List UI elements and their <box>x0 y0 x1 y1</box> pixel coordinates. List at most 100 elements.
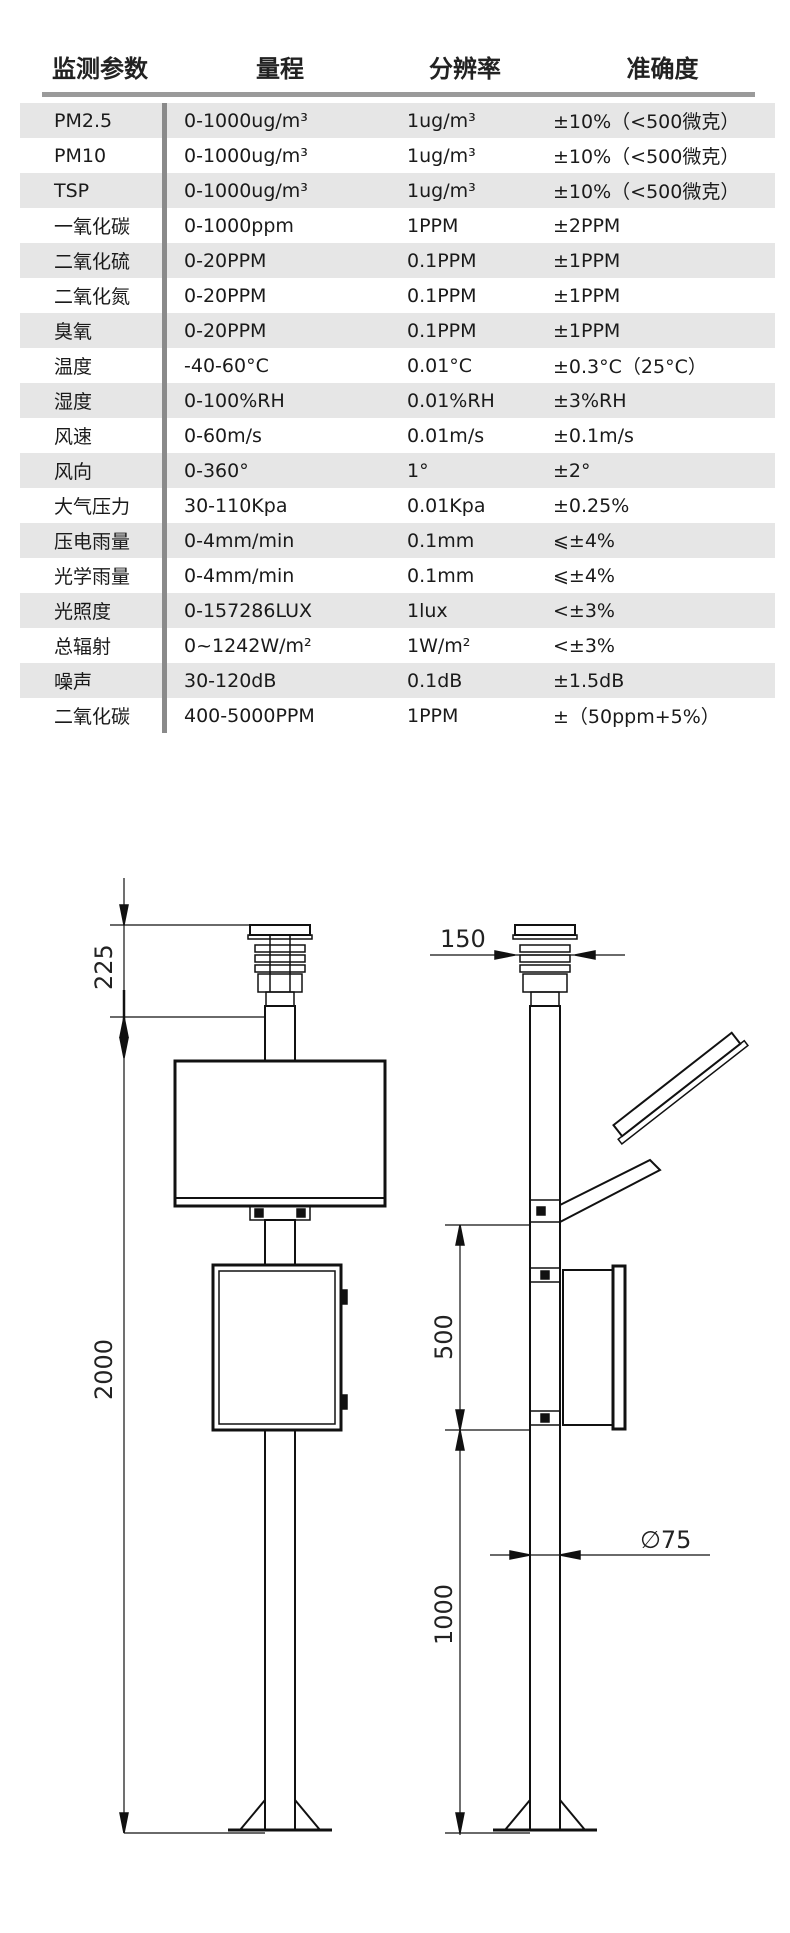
row-resolution: 1PPM <box>407 214 459 237</box>
row-accuracy: ±0.25% <box>553 494 630 517</box>
row-parameter: 一氧化碳 <box>54 216 131 238</box>
dim-2000: 2000 <box>90 1339 118 1400</box>
row-parameter: 噪声 <box>54 671 93 693</box>
row-accuracy: ⩽±4% <box>553 564 615 587</box>
row-range: 0-20PPM <box>184 284 267 307</box>
row-range: 0-20PPM <box>184 249 267 272</box>
header-range: 量程 <box>256 54 304 83</box>
row-range: 0~1242W/m² <box>184 634 312 657</box>
row-resolution: 1ug/m³ <box>407 144 476 167</box>
row-range: 0-20PPM <box>184 319 267 342</box>
spec-table: 监测参数 量程 分辨率 准确度 PM2.5 0-1000ug/m³ 1ug/m³ ±1… <box>20 40 775 733</box>
row-resolution: 0.01m/s <box>407 424 485 447</box>
row-range: 0-157286LUX <box>184 599 313 622</box>
row-resolution: 1PPM <box>407 704 459 727</box>
row-parameter: 光学雨量 <box>54 566 131 588</box>
dim-diameter: ∅75 <box>640 1526 691 1554</box>
row-accuracy: ±2PPM <box>553 214 621 237</box>
header-accuracy: 准确度 <box>626 54 699 83</box>
table-row: 一氧化碳 0-1000ppm 1PPM ±2PPM <box>20 208 775 243</box>
row-accuracy: ±1PPM <box>553 249 621 272</box>
row-parameter: 大气压力 <box>54 496 131 518</box>
column-divider <box>162 103 167 733</box>
row-accuracy: ⩽±4% <box>553 529 615 552</box>
row-resolution: 1lux <box>407 599 448 622</box>
installation-drawing: 225 2000 150 500 1000 ∅75 <box>90 878 749 1835</box>
table-row: TSP 0-1000ug/m³ 1ug/m³ ±10%（<500微克） <box>20 173 775 208</box>
row-resolution: 0.01Kpa <box>407 494 486 517</box>
row-resolution: 0.1PPM <box>407 284 477 307</box>
row-accuracy: <±3% <box>553 634 615 657</box>
table-row: 风速 0-60m/s 0.01m/s ±0.1m/s <box>20 418 775 453</box>
table-row: 温度 -40-60°C 0.01°C ±0.3°C（25°C） <box>20 348 775 383</box>
row-range: -40-60°C <box>184 354 269 377</box>
row-range: 0-1000ug/m³ <box>184 144 308 167</box>
table-row: 光学雨量 0-4mm/min 0.1mm ⩽±4% <box>20 558 775 593</box>
row-accuracy: ±3%RH <box>553 389 627 412</box>
header-resolution: 分辨率 <box>429 54 501 83</box>
row-accuracy: ±10%（<500微克） <box>553 146 740 168</box>
row-parameter: TSP <box>54 179 90 202</box>
row-accuracy: ±0.3°C（25°C） <box>553 356 707 378</box>
row-parameter: PM2.5 <box>54 109 113 132</box>
side-control-box <box>562 1269 614 1426</box>
row-parameter: 二氧化碳 <box>54 706 131 728</box>
side-view <box>430 924 749 1835</box>
row-resolution: 0.01°C <box>407 354 473 377</box>
row-range: 0-1000ppm <box>184 214 294 237</box>
row-resolution: 1ug/m³ <box>407 179 476 202</box>
row-resolution: 0.1PPM <box>407 249 477 272</box>
row-parameter: 风向 <box>54 461 93 483</box>
table-header: 监测参数 量程 分辨率 准确度 <box>20 40 775 92</box>
row-range: 0-100%RH <box>184 389 285 412</box>
dim-150: 150 <box>440 925 486 953</box>
row-range: 30-110Kpa <box>184 494 288 517</box>
row-accuracy: ±1PPM <box>553 319 621 342</box>
row-range: 400-5000PPM <box>184 704 315 727</box>
row-accuracy: <±3% <box>553 599 615 622</box>
front-sensor-head <box>247 924 313 1007</box>
row-parameter: 温度 <box>54 356 93 378</box>
table-row: 大气压力 30-110Kpa 0.01Kpa ±0.25% <box>20 488 775 523</box>
row-range: 0-360° <box>184 459 249 482</box>
front-control-box <box>211 1263 343 1432</box>
row-range: 0-4mm/min <box>184 529 295 552</box>
row-parameter: 风速 <box>54 426 93 448</box>
row-resolution: 1W/m² <box>407 634 471 657</box>
table-row: 二氧化碳 400-5000PPM 1PPM ±（50ppm+5%） <box>20 698 775 733</box>
front-solar-panel <box>173 1059 387 1208</box>
row-parameter: PM10 <box>54 144 107 167</box>
row-accuracy: ±（50ppm+5%） <box>553 706 720 728</box>
side-sensor-head <box>512 924 578 1007</box>
row-range: 0-1000ug/m³ <box>184 179 308 202</box>
front-view <box>110 878 387 1834</box>
row-resolution: 0.1mm <box>407 564 475 587</box>
row-range: 0-4mm/min <box>184 564 295 587</box>
row-range: 0-1000ug/m³ <box>184 109 308 132</box>
header-parameter: 监测参数 <box>52 54 148 83</box>
row-range: 0-60m/s <box>184 424 262 447</box>
row-range: 30-120dB <box>184 669 277 692</box>
dim-1000: 1000 <box>430 1584 458 1645</box>
side-bracket-arm <box>559 1158 662 1223</box>
row-resolution: 0.01%RH <box>407 389 495 412</box>
dim-500: 500 <box>430 1314 458 1360</box>
row-parameter: 臭氧 <box>54 321 93 343</box>
table-row: PM10 0-1000ug/m³ 1ug/m³ ±10%（<500微克） <box>20 138 775 173</box>
row-accuracy: ±10%（<500微克） <box>553 181 740 203</box>
row-accuracy: ±1PPM <box>553 284 621 307</box>
row-resolution: 1ug/m³ <box>407 109 476 132</box>
row-resolution: 1° <box>407 459 429 482</box>
row-accuracy: ±0.1m/s <box>553 424 634 447</box>
row-parameter: 压电雨量 <box>54 531 131 553</box>
row-parameter: 二氧化硫 <box>54 251 131 273</box>
